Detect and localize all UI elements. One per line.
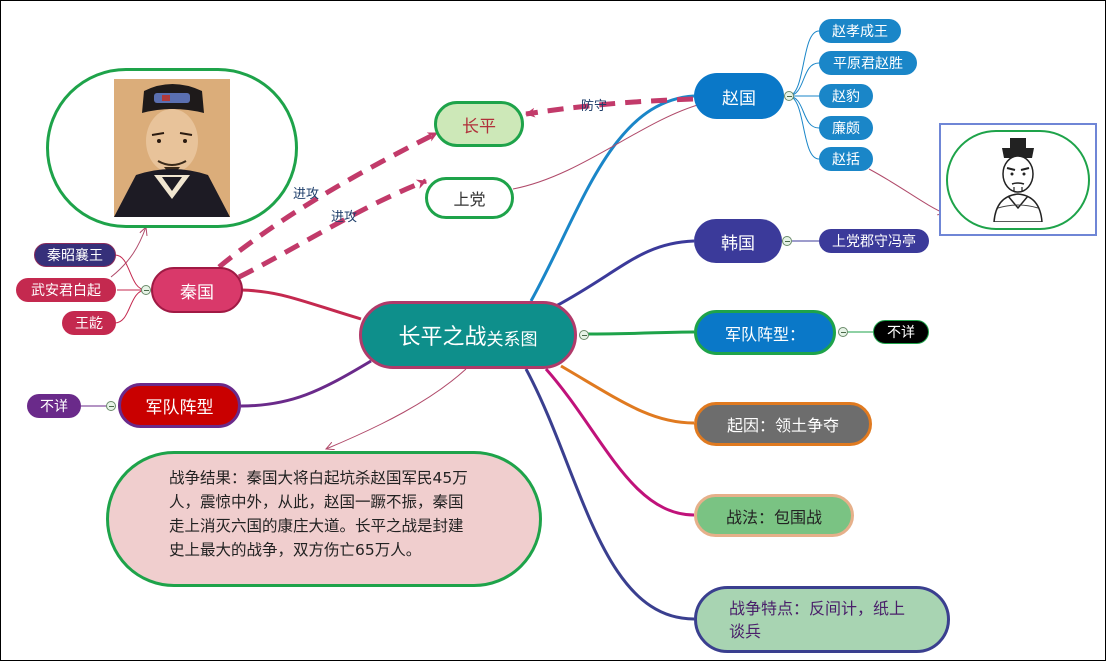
- zhao-person-zhaobao[interactable]: 赵豹: [819, 84, 873, 108]
- node-shangdang[interactable]: 上党: [425, 177, 514, 219]
- qin-person-label: 秦昭襄王: [47, 248, 103, 264]
- node-cause-label: 起因：领土争夺: [726, 416, 839, 435]
- army-left-unknown[interactable]: 不详: [27, 394, 81, 418]
- branch-han: [555, 239, 695, 308]
- node-army-right-label: 军队阵型：: [724, 324, 805, 344]
- portrait-bubble-right: [946, 129, 1090, 230]
- node-cause[interactable]: 起因：领土争夺: [694, 402, 872, 446]
- node-changping-label: 长平: [462, 116, 496, 137]
- node-qin-label: 秦国: [180, 282, 214, 303]
- zhao-person-label: 赵孝成王: [832, 24, 888, 40]
- node-tactic-label: 战法：包围战: [725, 507, 822, 527]
- label-attack-2: 进攻: [331, 210, 358, 225]
- zhao-person-zhaokuo[interactable]: 赵括: [819, 147, 873, 171]
- center-title-main: 长平之战: [398, 325, 487, 350]
- node-zhao[interactable]: 赵国: [694, 73, 784, 119]
- zhao-person-lianpo[interactable]: 廉颇: [819, 116, 873, 140]
- node-shangdang-label: 上党: [453, 190, 486, 209]
- attack-arrow-shangdang: [237, 178, 427, 280]
- army-right-unknown-label: 不详: [887, 325, 915, 341]
- label-defend: 防守: [581, 99, 608, 114]
- army-left-unknown-label: 不详: [40, 399, 68, 415]
- branch-army-left: [240, 359, 372, 408]
- han-person-label: 上党郡守冯亭: [832, 234, 916, 250]
- qin-person-zhaoxiang[interactable]: 秦昭襄王: [34, 243, 116, 267]
- han-person-fengting[interactable]: 上党郡守冯亭: [819, 229, 929, 253]
- zhao-person-label: 廉颇: [832, 121, 860, 137]
- label-attack-1: 进攻: [293, 187, 320, 202]
- branch-army-right: [583, 330, 695, 336]
- branch-zhao: [529, 94, 695, 302]
- portrait-qin-general-icon: [114, 79, 230, 217]
- defend-arrow: [525, 96, 694, 118]
- branch-result: [326, 368, 467, 449]
- branch-qin: [240, 288, 362, 321]
- branch-feature: [524, 368, 695, 621]
- node-han-label: 韩国: [721, 233, 755, 254]
- qin-person-wanghe[interactable]: 王龁: [62, 311, 116, 335]
- collapse-toggle-army-right[interactable]: [838, 327, 848, 337]
- collapse-toggle-qin[interactable]: [141, 285, 151, 295]
- zhao-person-zhaosheng[interactable]: 平原君赵胜: [819, 51, 917, 75]
- branch-cause: [560, 364, 695, 425]
- army-right-unknown[interactable]: 不详: [873, 320, 929, 344]
- relation-qin-portrait: [110, 227, 146, 278]
- node-changping[interactable]: 长平: [434, 101, 524, 147]
- collapse-toggle-zhao[interactable]: [784, 91, 794, 101]
- qin-person-label: 武安君白起: [31, 283, 101, 299]
- node-army-left[interactable]: 军队阵型: [118, 383, 241, 428]
- branch-tactic: [544, 368, 695, 517]
- node-zhao-label: 赵国: [722, 88, 756, 109]
- node-tactic[interactable]: 战法：包围战: [694, 494, 854, 537]
- node-han[interactable]: 韩国: [694, 219, 782, 263]
- collapse-toggle-center[interactable]: [579, 330, 589, 340]
- zhao-person-xiaocheng[interactable]: 赵孝成王: [819, 19, 901, 43]
- zhao-person-label: 赵括: [832, 152, 860, 168]
- node-army-left-label: 军队阵型: [145, 398, 214, 418]
- zhao-person-label: 平原君赵胜: [833, 56, 903, 72]
- zhao-person-label: 赵豹: [832, 89, 860, 105]
- portrait-bubble-left[interactable]: [46, 68, 298, 228]
- node-qin[interactable]: 秦国: [151, 267, 243, 313]
- attack-arrow-changping: [217, 130, 439, 269]
- relation-shangdang-zhao: [512, 103, 702, 190]
- collapse-toggle-han[interactable]: [782, 236, 792, 246]
- node-feature[interactable]: 战争特点：反间计，纸上谈兵: [694, 586, 950, 653]
- node-army-right[interactable]: 军队阵型：: [694, 310, 836, 355]
- node-result-text: 战争结果：秦国大将白起坑杀赵国军民45万人，震惊中外，从此，赵国一蹶不振，秦国走…: [169, 469, 468, 559]
- node-result[interactable]: 战争结果：秦国大将白起坑杀赵国军民45万人，震惊中外，从此，赵国一蹶不振，秦国走…: [106, 451, 542, 587]
- qin-person-label: 王龁: [75, 316, 103, 332]
- center-topic[interactable]: 长平之战关系图: [359, 301, 577, 369]
- portrait-zhao-kuo-icon: [993, 137, 1043, 222]
- portrait-frame-right[interactable]: [939, 123, 1097, 236]
- center-title-sub: 关系图: [486, 329, 538, 350]
- relation-zhaokuo-portrait: [868, 168, 946, 214]
- node-feature-label: 战争特点：反间计，纸上谈兵: [729, 598, 906, 641]
- qin-person-baiqi[interactable]: 武安君白起: [16, 278, 116, 302]
- collapse-toggle-army-left[interactable]: [106, 401, 116, 411]
